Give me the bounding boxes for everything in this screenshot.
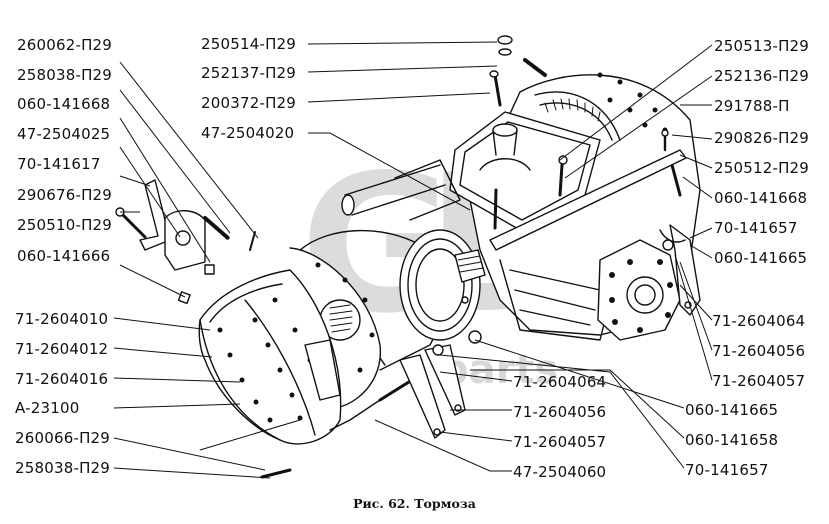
part-label: 290676-П29 bbox=[17, 186, 113, 204]
part-label: 71-2604057 bbox=[712, 372, 806, 390]
part-label: 258038-П29 bbox=[17, 66, 113, 84]
part-label: 060-141658 bbox=[685, 431, 779, 449]
figure-caption: Рис. 62. Тормоза bbox=[353, 496, 476, 511]
top-small-parts bbox=[489, 35, 547, 107]
input-shaft-tube bbox=[341, 159, 461, 221]
part-label: 250512-П29 bbox=[714, 159, 810, 177]
part-label: 260062-П29 bbox=[17, 36, 113, 54]
part-label: 70-141657 bbox=[714, 219, 798, 237]
part-label: 290826-П29 bbox=[714, 129, 810, 147]
part-label: 200372-П29 bbox=[201, 94, 297, 112]
part-label: 252136-П29 bbox=[714, 67, 810, 85]
part-label: 260066-П29 bbox=[15, 429, 111, 447]
part-label: 060-141666 bbox=[17, 247, 111, 265]
leader-lines bbox=[113, 41, 713, 479]
part-label: 71-2604010 bbox=[15, 310, 109, 328]
part-label: 060-141665 bbox=[685, 401, 779, 419]
part-label: 47-2504025 bbox=[17, 125, 111, 143]
part-label: 250510-П29 bbox=[17, 216, 113, 234]
part-label: 71-2604057 bbox=[513, 433, 607, 451]
brake-shoe-band bbox=[198, 269, 422, 445]
part-label: 250513-П29 bbox=[714, 37, 810, 55]
part-label: 291788-П bbox=[714, 97, 790, 115]
part-label: 71-2604056 bbox=[513, 403, 607, 421]
part-label: 250514-П29 bbox=[201, 35, 297, 53]
part-label: 70-141617 bbox=[17, 155, 101, 173]
part-label: 47-2504060 bbox=[513, 463, 607, 481]
part-label: 258038-П29 bbox=[15, 459, 111, 477]
part-label: 71-2604012 bbox=[15, 340, 109, 358]
part-label: 71-2604064 bbox=[712, 312, 806, 330]
part-label: 47-2504020 bbox=[201, 124, 295, 142]
part-label: 252137-П29 bbox=[201, 64, 297, 82]
upper-left-small-parts bbox=[115, 179, 256, 305]
part-label: 060-141668 bbox=[17, 95, 111, 113]
part-label: 71-2604016 bbox=[15, 370, 109, 388]
part-label: A-23100 bbox=[15, 399, 80, 417]
part-label: 71-2604056 bbox=[712, 342, 806, 360]
transmission-housing bbox=[449, 72, 701, 341]
part-label: 060-141665 bbox=[714, 249, 808, 267]
part-label: 70-141657 bbox=[685, 461, 769, 479]
part-label: 060-141668 bbox=[714, 189, 808, 207]
part-label: 71-2604064 bbox=[513, 373, 607, 391]
